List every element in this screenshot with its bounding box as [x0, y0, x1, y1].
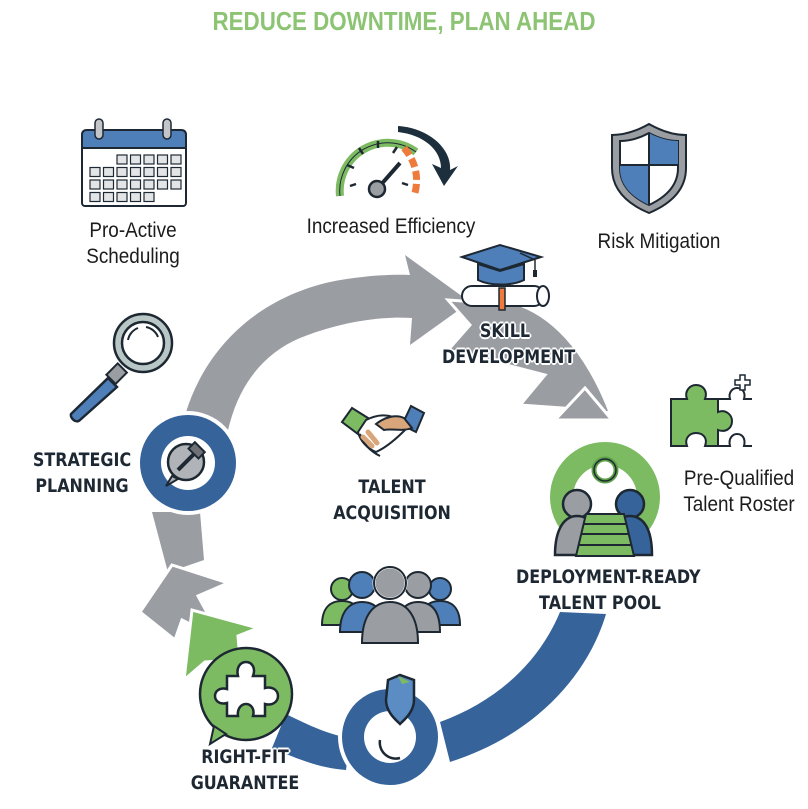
- shield-icon: [611, 122, 687, 215]
- calendar-day-cell: [143, 154, 155, 165]
- center-label-line2: ACQUISITION: [333, 502, 451, 524]
- benefit-label-line1: Pre-Qualified: [683, 467, 795, 490]
- calendar-day-cell: [129, 191, 142, 203]
- page-title: REDUCE DOWNTIME, PLAN AHEAD: [212, 6, 596, 36]
- calendar-day-cell: [116, 166, 128, 178]
- benefit-pro-active-scheduling: Pro-Active Scheduling: [84, 218, 183, 270]
- calendar-day-cell: [102, 191, 115, 203]
- calendar-day-cell: [102, 179, 115, 190]
- stage-label-line1: RIGHT-FIT: [201, 746, 289, 768]
- calendar-icon: [81, 118, 187, 207]
- calendar-day-cell: [116, 191, 128, 203]
- stage-deployment-ready-talent-pool: DEPLOYMENT-READY TALENT POOL: [516, 564, 701, 616]
- bottom-shield-node: [338, 673, 442, 789]
- people-group-icon: [320, 565, 462, 644]
- calendar-day-cell: [89, 166, 101, 178]
- benefit-pre-qualified-talent-roster: Pre-Qualified Talent Roster: [679, 466, 800, 518]
- speedometer-icon: [335, 126, 458, 199]
- stage-label-line2: PLANNING: [35, 475, 129, 497]
- calendar-day-cell: [170, 179, 182, 190]
- cycle-arrow-bottom: [272, 612, 606, 770]
- puzzle-piece-icon: [213, 660, 280, 718]
- calendar-day-cell: [129, 179, 142, 190]
- puzzle-pieces-icon: [670, 374, 752, 447]
- deployment-ready-node: [547, 439, 663, 557]
- stage-label-line2: GUARANTEE: [190, 772, 300, 794]
- benefit-risk-mitigation: Risk Mitigation: [597, 230, 721, 253]
- stage-skill-development: SKILL DEVELOPMENT: [442, 318, 576, 370]
- benefit-increased-efficiency: Increased Efficiency: [306, 215, 476, 238]
- calendar-day-cell: [89, 191, 101, 203]
- calendar-day-cell: [116, 154, 128, 165]
- magnifying-glass-icon: [69, 312, 174, 423]
- stage-right-fit-guarantee: RIGHT-FIT GUARANTEE: [190, 744, 300, 796]
- cycle-chevron-right: [444, 298, 616, 422]
- stage-strategic-planning: STRATEGIC PLANNING: [32, 447, 133, 499]
- benefit-label-line1: Pro-Active: [89, 219, 177, 242]
- calendar-day-cell: [170, 166, 182, 178]
- wrench-chat-icon: [165, 440, 207, 487]
- graduation-cap-icon: [458, 243, 545, 286]
- cycle-arrow-left: [137, 512, 263, 684]
- stage-label-line1: DEPLOYMENT-READY: [516, 566, 701, 588]
- calendar-day-cell: [156, 166, 169, 178]
- calendar-day-cell: [129, 166, 142, 178]
- diploma-icon: [461, 285, 550, 311]
- calendar-day-cell: [116, 179, 128, 190]
- handshake-icon: [340, 404, 426, 457]
- stage-label-line1: STRATEGIC: [32, 449, 132, 471]
- calendar-day-cell: [156, 154, 169, 165]
- benefit-label-line2: Scheduling: [86, 245, 180, 268]
- stage-label-line2: DEVELOPMENT: [442, 346, 576, 368]
- calendar-day-cell: [143, 179, 155, 190]
- calendar-day-cell: [102, 166, 115, 178]
- calendar-day-cell: [156, 179, 169, 190]
- benefit-label-line2: Talent Roster: [683, 493, 795, 516]
- right-fit-node: [198, 646, 294, 747]
- strategic-planning-node: [136, 411, 240, 515]
- calendar-day-cell: [143, 166, 155, 178]
- stage-label-line1: SKILL: [479, 320, 531, 342]
- center-talent-acquisition: TALENT ACQUISITION: [333, 474, 451, 526]
- stage-label-line2: TALENT POOL: [539, 592, 661, 614]
- calendar-day-cell: [170, 154, 182, 165]
- calendar-day-cell: [143, 191, 155, 203]
- cycle-arrow-top: [178, 255, 470, 448]
- calendar-day-cell: [129, 154, 142, 165]
- center-label-line1: TALENT: [358, 476, 426, 498]
- calendar-day-cell: [89, 179, 101, 190]
